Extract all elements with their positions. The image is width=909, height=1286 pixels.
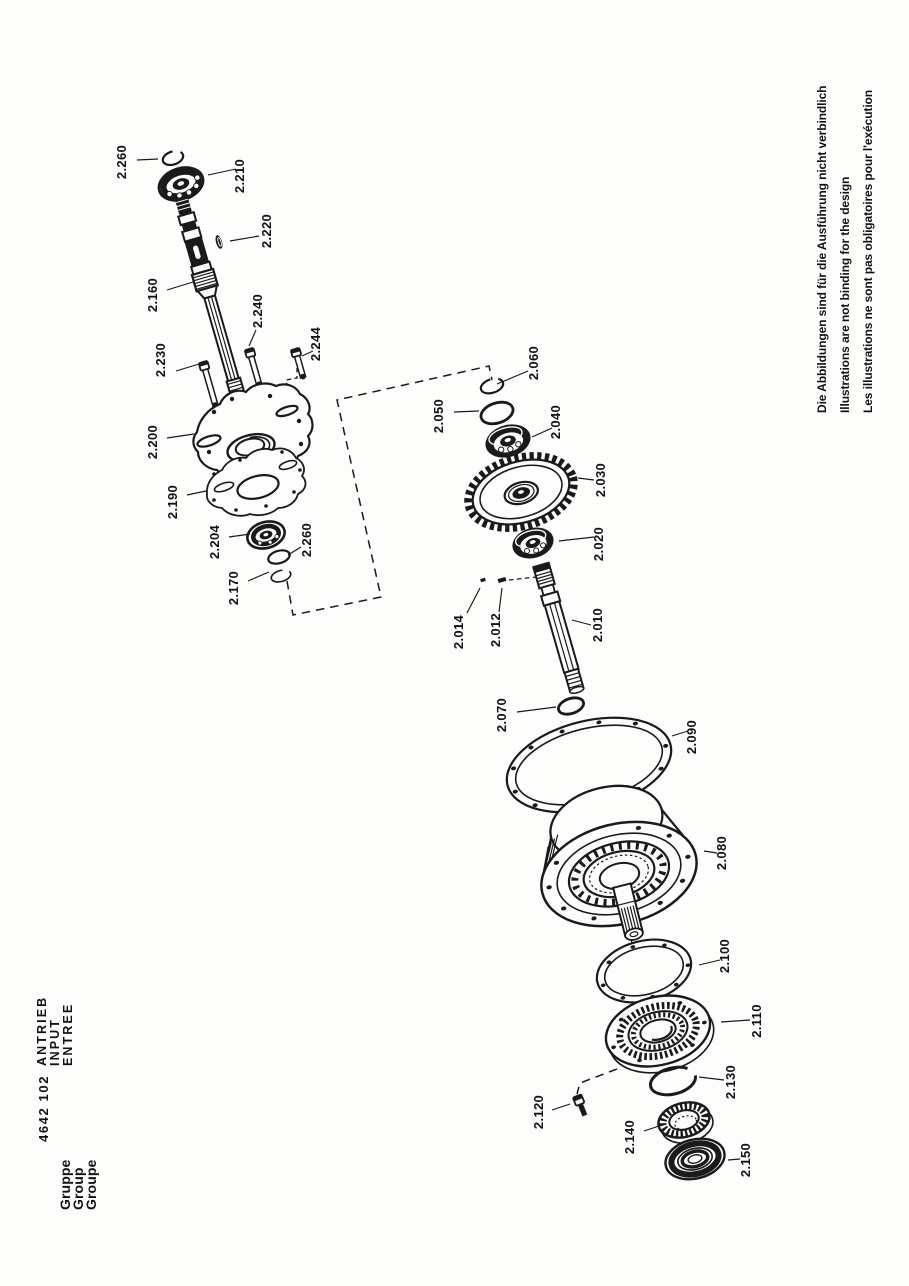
part-flange-2110 bbox=[604, 994, 715, 1074]
part-label-2210: 2.210 bbox=[232, 159, 247, 193]
part-label-2220: 2.220 bbox=[259, 214, 274, 248]
assembly-dash-bracket bbox=[286, 365, 493, 616]
group-label-de: Gruppe bbox=[57, 1160, 73, 1210]
part-bolt-2244 bbox=[290, 347, 307, 380]
part-label-2100: 2.100 bbox=[717, 939, 732, 973]
part-label-2170: 2.170 bbox=[226, 571, 241, 605]
assembly-dash-bolt-2120 bbox=[576, 1068, 618, 1095]
part-label-2130: 2.130 bbox=[723, 1065, 738, 1099]
part-gear-2030 bbox=[464, 452, 578, 532]
part-gasket-2100 bbox=[595, 938, 693, 1004]
part-ring-2050 bbox=[479, 400, 515, 426]
part-label-2040: 2.040 bbox=[548, 405, 563, 439]
part-input-shaft-2160 bbox=[175, 195, 247, 401]
part-bolt-2120 bbox=[572, 1093, 588, 1117]
part-ball-bearing-2210 bbox=[157, 166, 205, 202]
part-label-2230: 2.230 bbox=[153, 343, 168, 377]
assembly-dash-pin bbox=[508, 576, 537, 581]
part-housing-2080 bbox=[540, 784, 698, 941]
part-label-2012: 2.012 bbox=[488, 613, 503, 647]
part-label-2080: 2.080 bbox=[714, 836, 729, 870]
part-seal-2150 bbox=[664, 1137, 726, 1181]
part-key-2220 bbox=[215, 235, 223, 249]
part-label-2020: 2.020 bbox=[591, 527, 606, 561]
group-label-en: Group bbox=[70, 1168, 86, 1211]
part-label-2110: 2.110 bbox=[749, 1004, 764, 1038]
part-label-2070: 2.070 bbox=[494, 698, 509, 732]
part-label-2140: 2.140 bbox=[622, 1120, 637, 1154]
part-pin-2014 bbox=[480, 577, 486, 583]
part-bearing-2020 bbox=[512, 527, 554, 559]
part-label-2090: 2.090 bbox=[684, 720, 699, 754]
part-gasket-2190 bbox=[206, 447, 307, 517]
part-bolt-2240 bbox=[244, 347, 263, 389]
group-title-en: INPUT bbox=[48, 1018, 62, 1066]
disclaimer-block: Die Abbildungen sind für die Ausführung … bbox=[815, 86, 875, 413]
disclaimer-line-fr: Les illustrations ne sont pas obligatoir… bbox=[861, 90, 875, 413]
part-label-2240: 2.240 bbox=[250, 294, 265, 328]
part-label-2244: 2.244 bbox=[308, 326, 323, 361]
part-bolt-2230 bbox=[198, 360, 220, 410]
part-shaft-2010 bbox=[532, 561, 585, 695]
part-label-2010: 2.010 bbox=[590, 608, 605, 642]
group-code: 4642 102 bbox=[36, 1075, 51, 1142]
disclaimer-line-en: Illustrations are not binding for the de… bbox=[838, 177, 852, 413]
part-label-2260-top: 2.260 bbox=[114, 145, 129, 179]
part-bearing-2204 bbox=[246, 520, 286, 550]
part-bearing-2140 bbox=[657, 1101, 714, 1144]
part-label-2060: 2.060 bbox=[526, 346, 541, 380]
part-bearing-2040 bbox=[485, 424, 531, 458]
part-ring-2260-lower bbox=[267, 549, 291, 565]
part-label-2200: 2.200 bbox=[145, 425, 160, 459]
part-label-2204: 2.204 bbox=[207, 524, 222, 559]
disclaimer-line-de: Die Abbildungen sind für die Ausführung … bbox=[815, 86, 829, 413]
group-title-de: ANTRIEB bbox=[35, 996, 49, 1066]
group-header: 4642 102 ANTRIEB INPUT ENTREE Gruppe Gro… bbox=[35, 996, 99, 1210]
part-label-2160: 2.160 bbox=[145, 278, 160, 312]
leader-lines bbox=[136, 158, 751, 1161]
part-snap-ring-2060 bbox=[479, 377, 505, 395]
part-label-2030: 2.030 bbox=[593, 463, 608, 497]
part-label-2014: 2.014 bbox=[451, 614, 466, 649]
part-pin-2012 bbox=[497, 576, 507, 584]
part-label-2120: 2.120 bbox=[531, 1095, 546, 1129]
part-label-2050: 2.050 bbox=[431, 399, 446, 433]
part-label-2260-lower: 2.260 bbox=[299, 523, 314, 557]
group-label-fr: Groupe bbox=[83, 1160, 99, 1210]
part-label-2150: 2.150 bbox=[738, 1143, 753, 1177]
part-snap-ring-2170 bbox=[270, 569, 292, 583]
group-title-fr: ENTREE bbox=[61, 1003, 75, 1066]
part-o-ring-2070 bbox=[557, 696, 585, 716]
part-label-2190: 2.190 bbox=[165, 485, 180, 519]
part-snap-ring-2260-top bbox=[161, 149, 185, 167]
part-snap-ring-2130 bbox=[648, 1065, 698, 1097]
